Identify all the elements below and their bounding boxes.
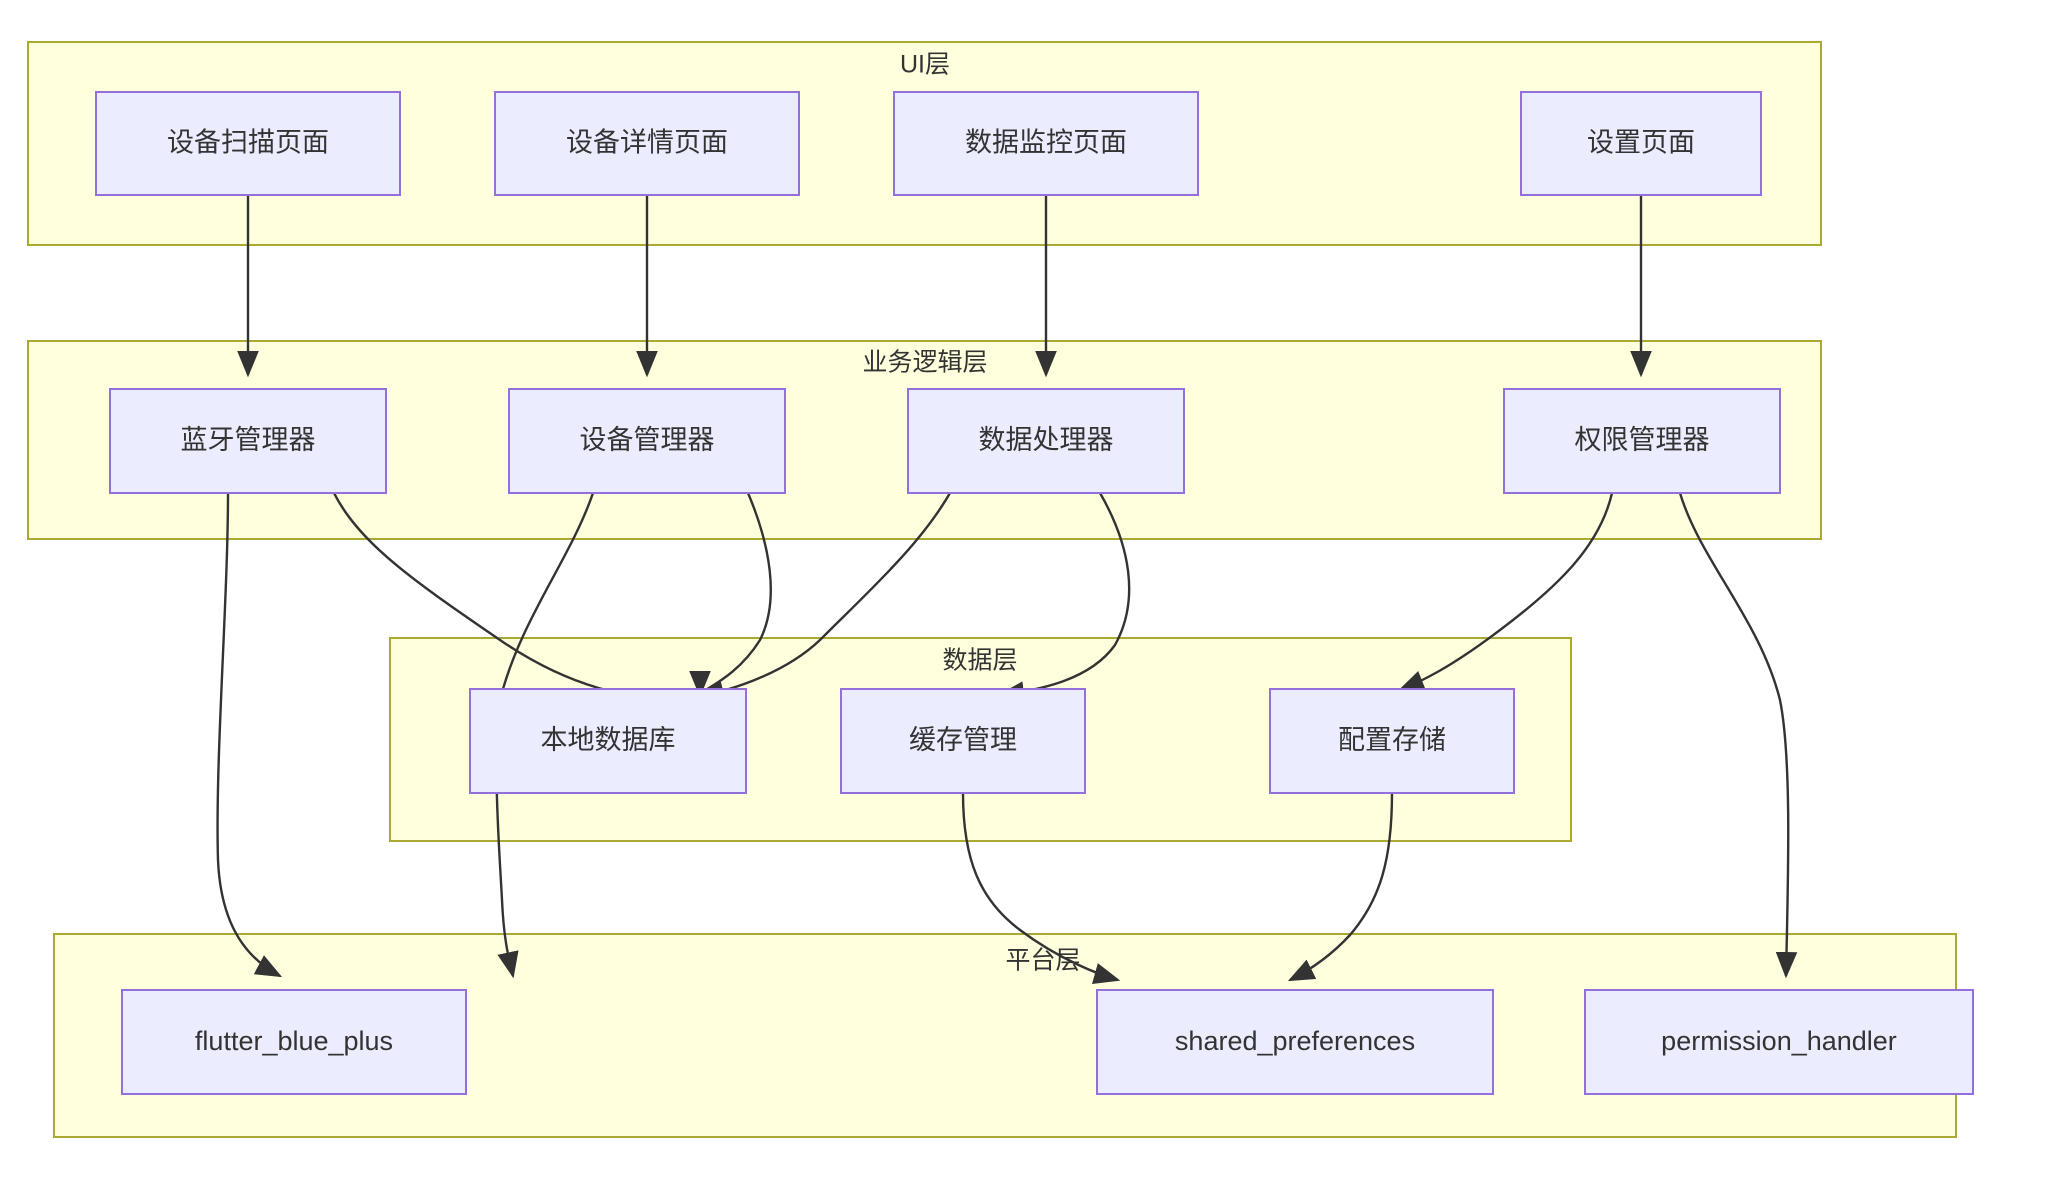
node-box-detail[interactable] — [494, 91, 800, 196]
node-label-config: 配置存储 — [1338, 725, 1446, 755]
node-bluetooth[interactable]: 蓝牙管理器 — [109, 388, 387, 494]
node-box-device[interactable] — [508, 388, 786, 494]
node-box-sp[interactable] — [1096, 989, 1494, 1095]
edge-bluetooth-to-fbp — [216, 492, 283, 978]
node-box-settings[interactable] — [1520, 91, 1762, 196]
node-box-monitor[interactable] — [893, 91, 1199, 196]
node-settings[interactable]: 设置页面 — [1520, 91, 1762, 196]
node-label-ph: permission_handler — [1661, 1026, 1897, 1056]
node-processor[interactable]: 数据处理器 — [907, 388, 1185, 494]
node-scan[interactable]: 设备扫描页面 — [95, 91, 401, 196]
node-label-processor: 数据处理器 — [979, 425, 1114, 455]
node-permission[interactable]: 权限管理器 — [1503, 388, 1781, 494]
node-ph[interactable]: permission_handler — [1584, 989, 1974, 1095]
node-label-permission: 权限管理器 — [1575, 425, 1710, 455]
node-sp[interactable]: shared_preferences — [1096, 989, 1494, 1095]
node-box-permission[interactable] — [1503, 388, 1781, 494]
node-label-monitor: 数据监控页面 — [965, 128, 1127, 158]
node-detail[interactable]: 设备详情页面 — [494, 91, 800, 196]
clusters-layer — [27, 41, 1957, 1138]
node-cache[interactable]: 缓存管理 — [840, 688, 1086, 794]
cluster-label-ui: UI层 — [900, 51, 950, 79]
node-label-device: 设备管理器 — [580, 425, 715, 455]
edge-processor-to-localdb — [697, 492, 952, 702]
node-box-scan[interactable] — [95, 91, 401, 196]
node-config[interactable]: 配置存储 — [1269, 688, 1515, 794]
node-box-processor[interactable] — [907, 388, 1185, 494]
node-label-sp: shared_preferences — [1175, 1026, 1415, 1056]
edges-layer — [216, 195, 1798, 984]
node-label-settings: 设置页面 — [1587, 128, 1695, 158]
edge-config-to-sp — [1287, 792, 1394, 982]
node-label-cache: 缓存管理 — [909, 725, 1017, 755]
node-label-scan: 设备扫描页面 — [167, 128, 329, 158]
node-monitor[interactable]: 数据监控页面 — [893, 91, 1199, 196]
node-label-localdb: 本地数据库 — [541, 725, 676, 755]
node-fbp[interactable]: flutter_blue_plus — [121, 989, 467, 1095]
node-label-detail: 设备详情页面 — [566, 128, 728, 158]
node-localdb[interactable]: 本地数据库 — [469, 688, 747, 794]
edge-permission-to-ph — [1678, 492, 1798, 979]
node-device[interactable]: 设备管理器 — [508, 388, 786, 494]
node-box-cache[interactable] — [840, 688, 1086, 794]
cluster-label-biz: 业务逻辑层 — [862, 349, 987, 377]
node-box-config[interactable] — [1269, 688, 1515, 794]
node-box-ph[interactable] — [1584, 989, 1974, 1095]
edge-permission-to-config — [1397, 492, 1614, 692]
edge-cache-to-sp — [961, 792, 1121, 984]
node-box-localdb[interactable] — [469, 688, 747, 794]
cluster-label-platform: 平台层 — [1005, 947, 1080, 975]
node-box-fbp[interactable] — [121, 989, 467, 1095]
node-label-fbp: flutter_blue_plus — [195, 1026, 393, 1056]
node-label-bluetooth: 蓝牙管理器 — [181, 425, 316, 455]
cluster-label-data: 数据层 — [942, 647, 1017, 675]
node-box-bluetooth[interactable] — [109, 388, 387, 494]
edge-processor-to-cache — [997, 492, 1131, 703]
